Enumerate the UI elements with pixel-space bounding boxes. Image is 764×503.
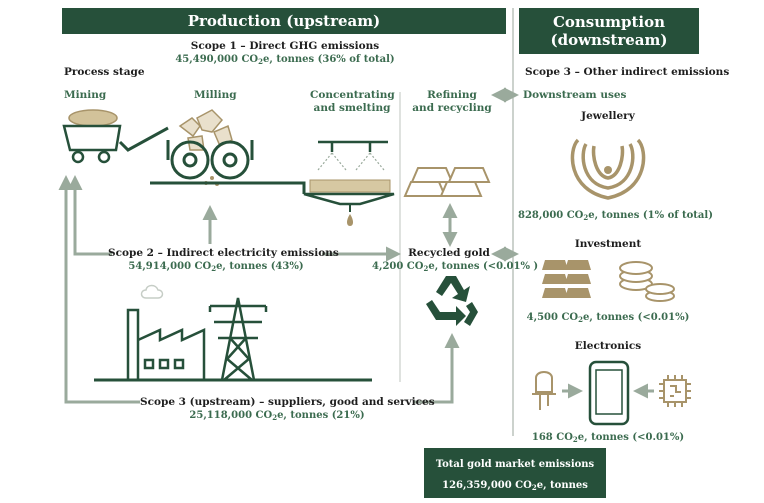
investment-title: Investment <box>560 238 656 250</box>
co2-subscript: 2 <box>272 413 278 422</box>
mill-icon <box>166 109 254 186</box>
co2-subscript: 2 <box>578 315 583 324</box>
stage-milling: Milling <box>194 89 237 102</box>
scope1-value-post: e, tonnes (36% of total) <box>263 54 395 65</box>
total-value-post: e, tonnes <box>536 480 588 491</box>
smartphone-icon <box>588 360 630 426</box>
recycled-value-post: e, tonnes (<0.01% ) <box>428 261 539 272</box>
scope2-title: Scope 2 – Indirect electricity emissions <box>108 247 339 259</box>
total-emissions-box: Total gold market emissions 126,359,000 … <box>424 448 606 498</box>
production-header-text: Production (upstream) <box>187 12 381 30</box>
total-value-pre: 126,359,000 CO <box>442 480 532 491</box>
stage-mining: Mining <box>64 89 106 102</box>
arrow-scope3-recycled <box>414 333 460 404</box>
scope3-upstream-value: 25,118,000 CO2e, tonnes (21%) <box>140 410 414 422</box>
mining-cart-icon <box>62 109 122 164</box>
stage-downstream-uses-text: Downstream uses <box>523 89 627 101</box>
jewellery-value-post: e, tonnes (1% of total) <box>588 210 713 221</box>
scope1-title-text: Scope 1 – Direct GHG emissions <box>190 40 380 52</box>
scope1-title: Scope 1 – Direct GHG emissions <box>150 40 420 52</box>
recycled-value: 4,200 CO2e, tonnes (<0.01% ) <box>372 261 538 273</box>
jewellery-value: 828,000 CO2e, tonnes (1% of total) <box>518 210 713 222</box>
conveyor-belt <box>118 126 169 152</box>
investment-value: 4,500 CO2e, tonnes (<0.01%) <box>518 312 698 324</box>
electronics-value: 168 CO2e, tonnes (<0.01%) <box>518 432 698 444</box>
stage-refining-line1: Refining <box>427 89 477 101</box>
consumption-header-line1: Consumption <box>552 13 666 31</box>
co2-subscript: 2 <box>531 483 537 492</box>
scope2-value-post: e, tonnes (43%) <box>216 261 304 272</box>
scope3-upstream-title-text: Scope 3 (upstream) – suppliers, good and… <box>140 396 435 408</box>
scope2-value-pre: 54,914,000 CO <box>128 261 212 272</box>
recycled-value-pre: 4,200 CO <box>372 261 424 272</box>
led-icon <box>532 371 556 410</box>
electronics-value-pre: 168 CO <box>531 432 573 443</box>
microchip-icon <box>659 375 691 407</box>
scope3-upstream-value-post: e, tonnes (21%) <box>277 410 365 421</box>
consumption-header-line2: (downstream) <box>550 31 668 49</box>
gold-bars-icon <box>403 167 491 197</box>
investment-title-text: Investment <box>574 238 642 250</box>
co2-subscript: 2 <box>258 57 263 66</box>
investment-value-pre: 4,500 CO <box>526 312 579 323</box>
scope1-value: 45,490,000 CO2e, tonnes (36% of total) <box>130 54 440 66</box>
co2-subscript: 2 <box>583 213 589 222</box>
stage-concentrating: Concentrating and smelting <box>310 89 395 115</box>
investment-bars-icon <box>542 260 591 298</box>
jewellery-value-pre: 828,000 CO <box>518 210 584 221</box>
recycle-icon <box>426 276 478 326</box>
scope2-title-text: Scope 2 – Indirect electricity emissions <box>108 247 339 259</box>
arrow-scope3-mining <box>58 175 140 404</box>
co2-subscript: 2 <box>423 264 429 273</box>
stage-milling-text: Milling <box>194 89 237 101</box>
scope2-value: 54,914,000 CO2e, tonnes (43%) <box>108 261 324 273</box>
power-pylon-icon <box>208 297 268 381</box>
scope3-upstream-title: Scope 3 (upstream) – suppliers, good and… <box>140 396 435 408</box>
production-header: Production (upstream) <box>62 8 506 34</box>
smelting-tank-icon <box>303 140 395 226</box>
conveyor-to-smelter <box>150 181 306 194</box>
jewellery-necklace-icon <box>570 138 646 200</box>
scope1-value-pre: 45,490,000 CO <box>175 54 259 65</box>
scope3-downstream-text: Scope 3 – Other indirect emissions <box>525 66 730 78</box>
co2-subscript: 2 <box>211 264 217 273</box>
total-value: 126,359,000 CO2e, tonnes <box>424 480 606 492</box>
smartphone-screen <box>595 369 623 415</box>
scope3-upstream-value-pre: 25,118,000 CO <box>189 410 273 421</box>
arrow-scope2-mining <box>67 175 112 256</box>
factory-icon <box>126 284 206 380</box>
stage-refining-line2: and recycling <box>412 102 492 114</box>
stage-downstream-uses: Downstream uses <box>523 89 626 102</box>
process-stage-text: Process stage <box>64 66 145 78</box>
jewellery-title: Jewellery <box>560 110 656 122</box>
stage-refining: Refining and recycling <box>410 89 494 115</box>
stage-concentrating-line2: and smelting <box>313 102 391 114</box>
co2-subscript: 2 <box>572 435 578 444</box>
investment-coins-icon <box>619 261 675 302</box>
scope3-downstream-title: Scope 3 – Other indirect emissions <box>525 66 729 78</box>
electronics-value-post: e, tonnes (<0.01%) <box>577 432 685 443</box>
electronics-title-text: Electronics <box>574 340 642 352</box>
recycled-title-text: Recycled gold <box>408 247 490 259</box>
total-title: Total gold market emissions <box>435 459 595 470</box>
process-stage-label: Process stage <box>64 66 145 78</box>
recycled-title: Recycled gold <box>400 247 498 259</box>
jewellery-title-text: Jewellery <box>581 110 635 122</box>
stage-mining-text: Mining <box>64 89 107 101</box>
electronics-title: Electronics <box>560 340 656 352</box>
stage-concentrating-line1: Concentrating <box>310 89 395 101</box>
consumption-header: Consumption (downstream) <box>519 8 699 54</box>
investment-value-post: e, tonnes (<0.01%) <box>583 312 690 323</box>
